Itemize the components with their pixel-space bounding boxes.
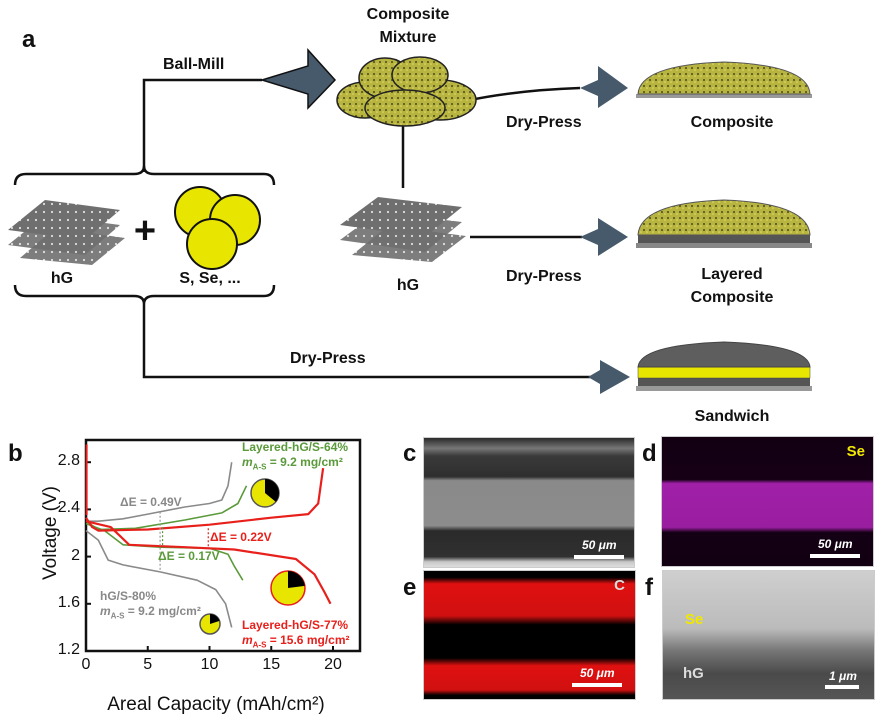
delta-e-red: ΔE = 0.22V <box>210 530 272 544</box>
sandwich-disc <box>636 341 812 391</box>
arrow-dry-press-1 <box>580 66 628 108</box>
x-tick-label: 10 <box>200 656 219 673</box>
element-label-c: C <box>614 577 625 594</box>
legend-gray-name: hG/S-80% <box>100 589 157 603</box>
composite-label: Composite <box>690 114 774 131</box>
element-label-se: Se <box>846 443 865 460</box>
x-tick-label: 20 <box>324 656 342 673</box>
layered-composite-disc <box>636 199 812 248</box>
dry-press-label-3: Dry-Press <box>290 350 366 367</box>
panel-e-letter: e <box>403 574 417 601</box>
scale-label: 1 μm <box>829 669 857 683</box>
legend-green-name: Layered-hG/S-64% <box>242 440 349 454</box>
charge-curve-2 <box>85 467 325 532</box>
hg-label: hG <box>683 665 704 682</box>
scale-bar <box>572 683 622 687</box>
delta-e-green: ΔE = 0.17V <box>158 549 220 563</box>
composite-mixture-cloud <box>336 56 477 127</box>
pie-slice-1 <box>265 479 279 502</box>
arrow-ball-mill <box>259 48 337 110</box>
arrow-dry-press-2 <box>580 218 628 256</box>
legend-red-name: Layered-hG/S-77% <box>242 618 349 632</box>
pie-slice-2 <box>288 571 305 588</box>
dry-press-line-3 <box>142 304 590 379</box>
arrow-dry-press-3 <box>588 360 630 394</box>
x-tick-label: 15 <box>262 656 281 673</box>
brace-top <box>13 165 276 186</box>
hg-left-icon <box>8 200 125 265</box>
composite-mixture-label-2: Mixture <box>379 29 437 46</box>
legend-red-loading: mA-S = 15.6 mg/cm² <box>242 633 350 650</box>
scale-bar <box>810 554 860 558</box>
x-tick-label: 0 <box>81 656 91 673</box>
delta-e-gray: ΔE = 0.49V <box>120 495 182 509</box>
plot-frame <box>84 438 362 653</box>
y-tick-label: 1.2 <box>57 641 80 658</box>
x-tick-label: 5 <box>143 656 153 673</box>
ball-mill-line <box>142 78 262 172</box>
sem-image-c: 50 μm <box>423 437 635 568</box>
layered-label-1: Layered <box>701 266 763 283</box>
scale-label: 50 μm <box>580 666 615 680</box>
eds-map-c: C 50 μm <box>423 570 636 700</box>
dry-press-label-2: Dry-Press <box>506 268 582 285</box>
y-tick-label: 2 <box>71 546 80 564</box>
eds-map-se: Se 50 μm <box>661 436 874 567</box>
legend-green-loading: mA-S = 9.2 mg/cm² <box>242 455 343 472</box>
panel-d-letter: d <box>642 440 657 467</box>
charge-curve-0 <box>86 462 233 522</box>
y-tick-label: 2.4 <box>57 499 80 517</box>
panel-c-letter: c <box>403 440 417 467</box>
voltage-chart <box>84 438 362 653</box>
ball-mill-label: Ball-Mill <box>163 56 225 73</box>
panel-f-letter: f <box>645 574 653 601</box>
hg-left-label: hG <box>50 270 74 287</box>
scale-label: 50 μm <box>582 538 617 552</box>
discharge-curve-2 <box>85 520 332 605</box>
panel-b-letter: b <box>8 440 23 467</box>
pie-slice-0 <box>210 614 220 624</box>
x-axis-label: Areal Capacity (mAh/cm²) <box>107 694 325 715</box>
y-tick-label: 2.8 <box>57 452 80 470</box>
hg-right-icon <box>340 197 466 262</box>
se-label: Se <box>685 611 704 628</box>
sulfur-particles-icon <box>174 186 261 270</box>
s-se-label: S, Se, ... <box>179 270 241 287</box>
legend-gray-loading: mA-S = 9.2 mg/cm² <box>100 604 201 621</box>
panel-a-letter: a <box>22 26 36 53</box>
sem-image-f: Se hG 1 μm <box>662 570 875 700</box>
y-tick-label: 1.6 <box>57 593 80 611</box>
scale-bar <box>825 685 859 689</box>
sandwich-label: Sandwich <box>694 408 770 425</box>
layered-label-2: Composite <box>690 289 774 306</box>
hg-right-label: hG <box>396 277 420 294</box>
dry-press-line-1 <box>469 86 581 102</box>
composite-disc <box>636 61 812 98</box>
plus-sign: + <box>133 210 157 252</box>
composite-mixture-label-1: Composite <box>366 6 450 23</box>
scale-label: 50 μm <box>818 537 853 551</box>
dry-press-label-1: Dry-Press <box>506 114 582 131</box>
scale-bar <box>574 555 624 559</box>
